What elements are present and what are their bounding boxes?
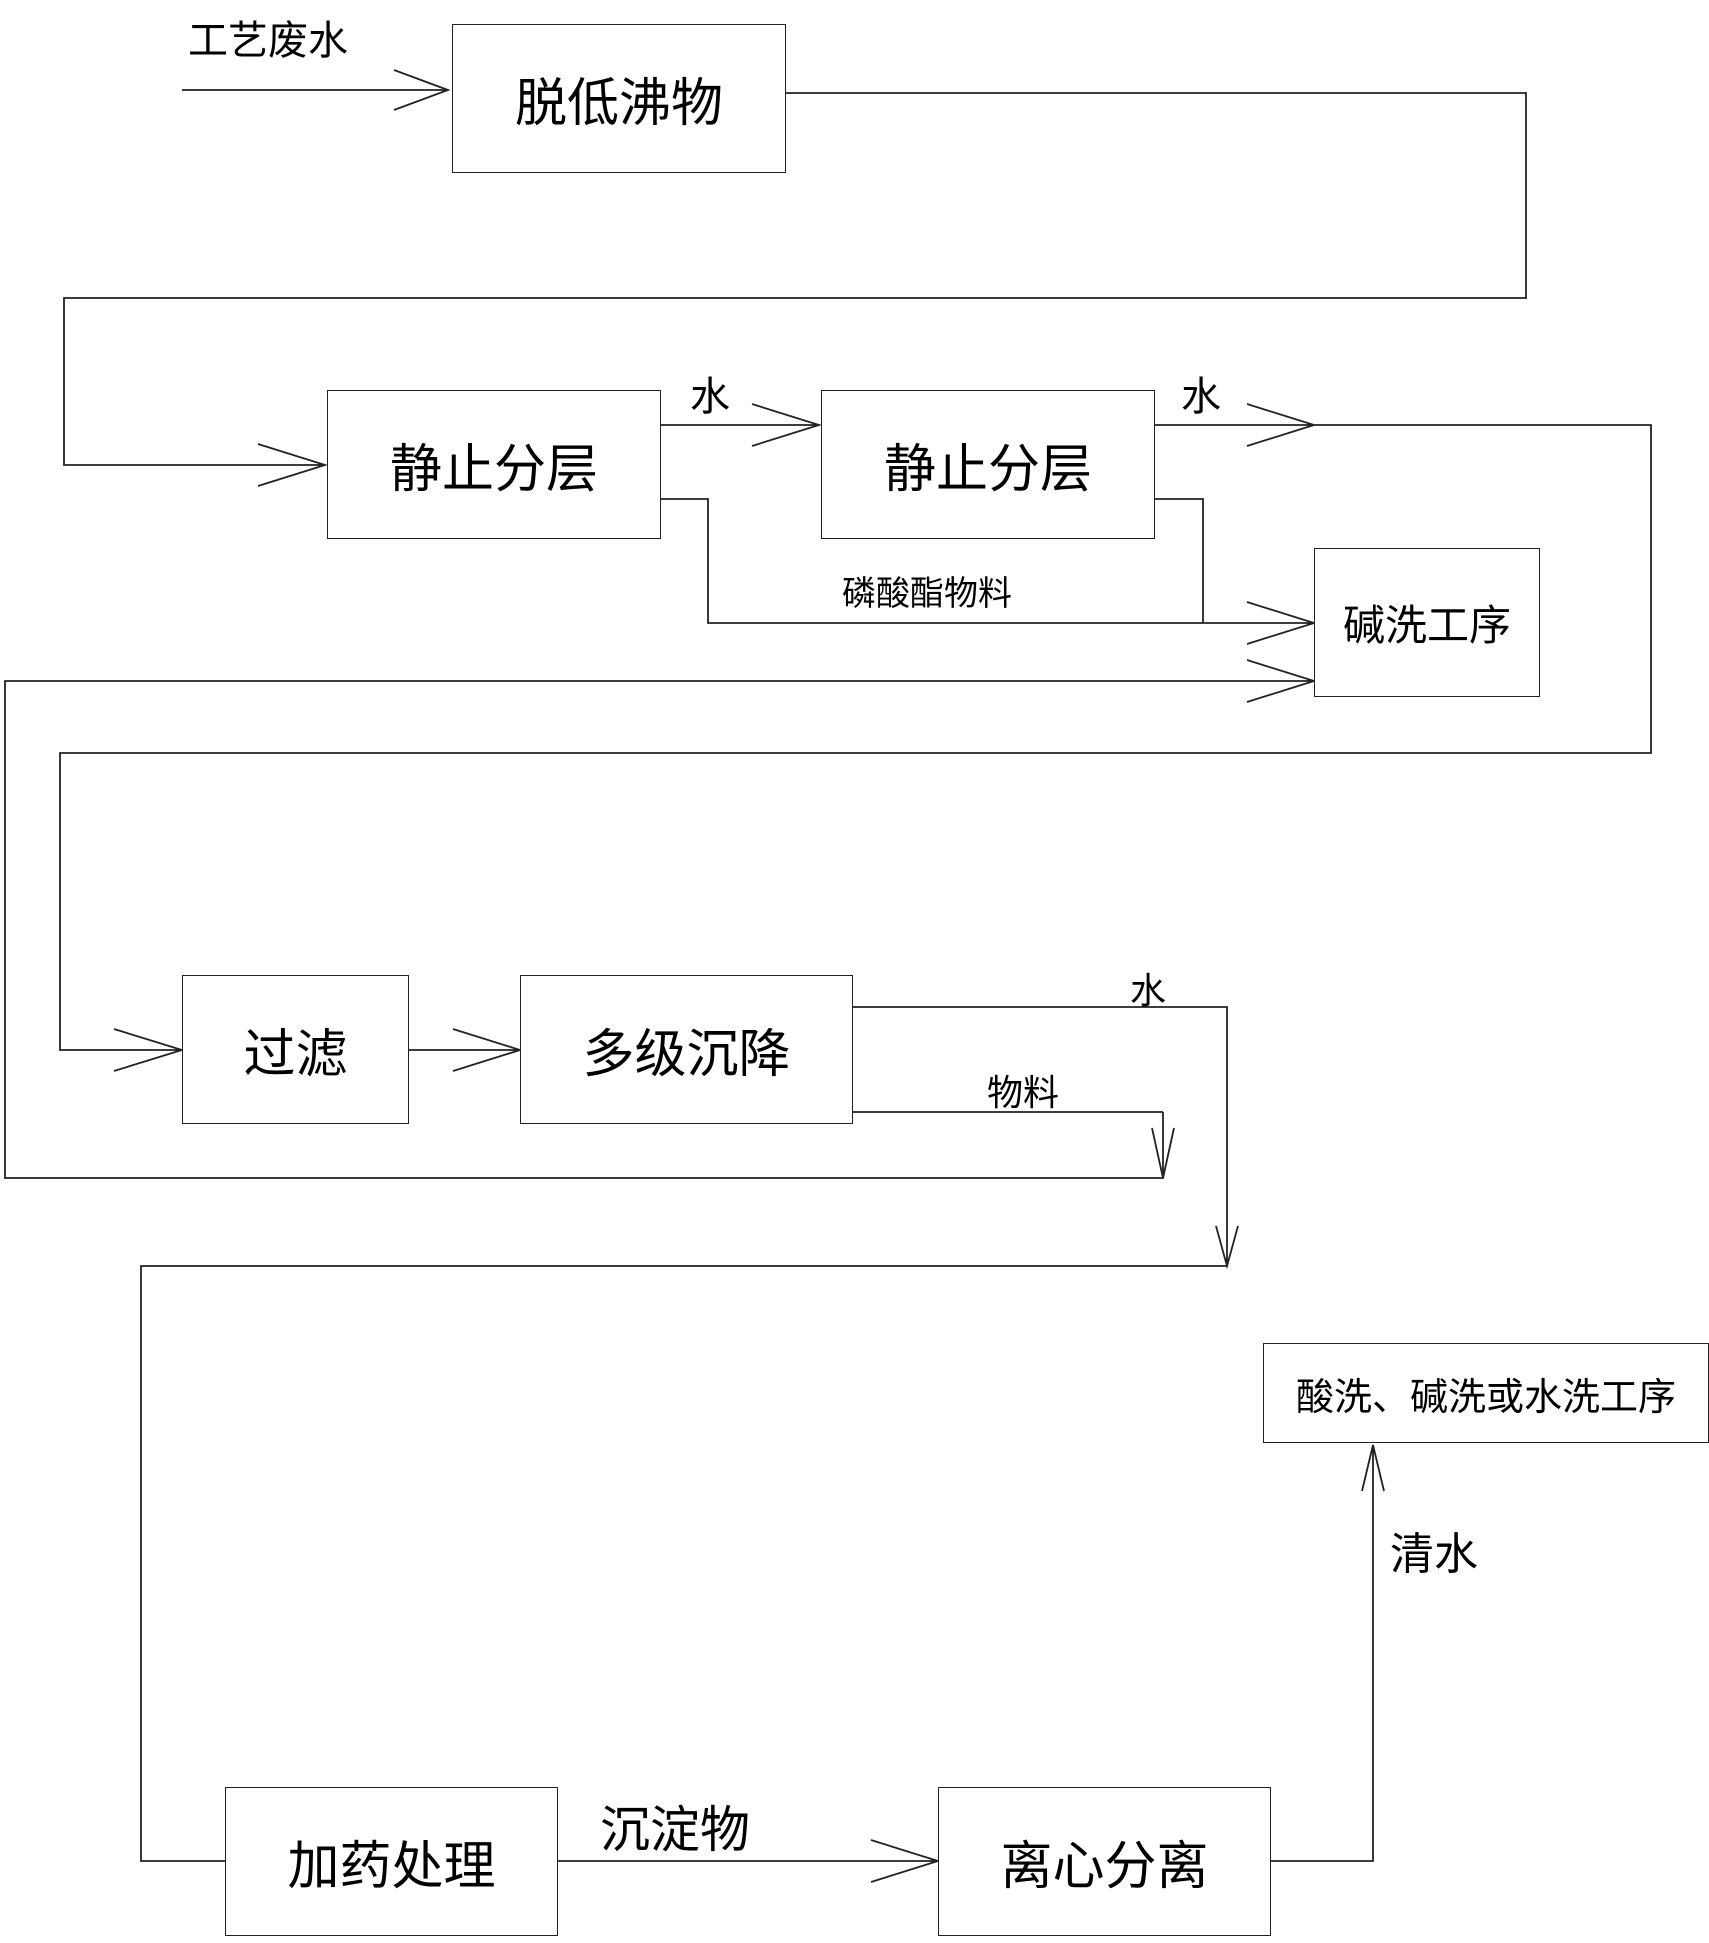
input-arrow [182,69,451,111]
box-static-layering-1: 静止分层 [327,390,661,539]
label-process-wastewater: 工艺废水 [188,18,348,64]
box-wash-processes: 酸洗、碱洗或水洗工序 [1263,1343,1709,1443]
box-label: 多级沉降 [582,1025,791,1085]
label-water-2: 水 [1181,374,1221,420]
box-label: 酸洗、碱洗或水洗工序 [1295,1374,1676,1419]
box-label: 碱洗工序 [1342,601,1511,650]
label-material: 物料 [987,1073,1060,1114]
label-clean-water: 清水 [1390,1529,1478,1580]
box-static-layering-2: 静止分层 [821,390,1155,539]
box-alkali-wash: 碱洗工序 [1314,548,1540,697]
box-label: 静止分层 [389,440,598,500]
box-filtration: 过滤 [182,975,409,1124]
box-centrifugal-separation: 离心分离 [938,1787,1271,1936]
connector-low-boilers-to-layering [63,92,1527,487]
label-phosphate-ester-material: 磷酸酯物料 [842,574,1012,614]
connector-settling-material [853,1111,1175,1179]
label-precipitate: 沉淀物 [600,1801,750,1859]
label-water-3: 水 [1130,971,1167,1012]
box-label: 脱低沸物 [514,74,723,134]
connector-centrifuge-clean-water-to-wash [1271,1444,1385,1862]
box-multistage-settling: 多级沉降 [520,975,853,1124]
connector-settling-water-to-dosing [140,1006,1239,1862]
box-label: 离心分离 [1000,1837,1209,1897]
box-label: 加药处理 [287,1837,496,1897]
box-remove-low-boilers: 脱低沸物 [452,24,786,173]
label-water-1: 水 [690,374,730,420]
box-label: 过滤 [243,1025,348,1085]
connector-layering1-to-layering2 [661,403,823,447]
connector-layering2-to-alkali-wash [1155,498,1204,623]
box-label: 静止分层 [883,440,1092,500]
box-dosing-treatment: 加药处理 [225,1787,558,1936]
connector-filtration-to-settling [409,1028,524,1072]
